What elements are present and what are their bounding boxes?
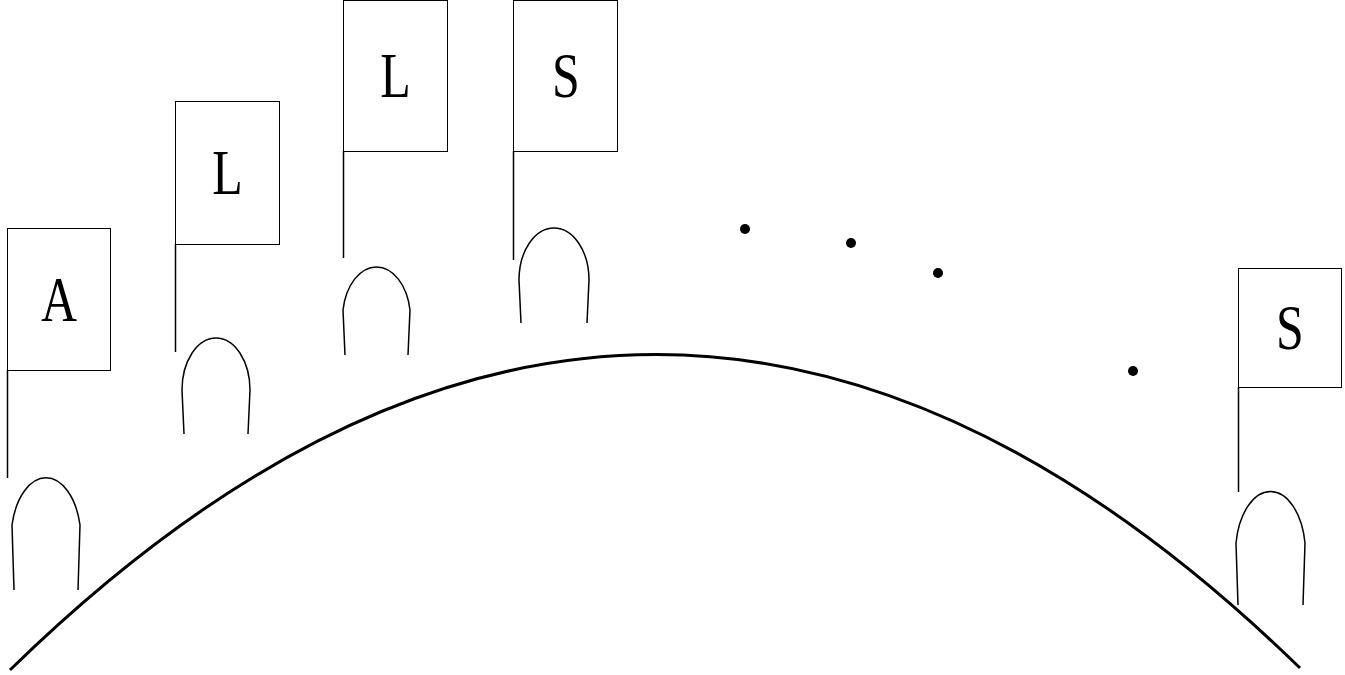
flag-letter: L — [212, 141, 242, 205]
ellipsis-dot — [1128, 366, 1138, 376]
ellipsis-dot — [740, 224, 750, 234]
person-head — [12, 478, 80, 590]
flag-box: L — [175, 101, 280, 245]
person-head — [519, 228, 589, 323]
ellipsis-dot — [933, 268, 943, 278]
flag-box: S — [513, 0, 618, 152]
flag-pole — [7, 370, 9, 478]
hill-arc — [10, 354, 1300, 670]
flag-box: S — [1238, 268, 1342, 388]
flag-letter: S — [1276, 296, 1304, 360]
flag-box: L — [343, 0, 448, 152]
flag-letter: S — [552, 44, 580, 108]
flag-letter: L — [380, 44, 410, 108]
ellipsis-dot — [846, 238, 856, 248]
flag-pole — [343, 151, 345, 258]
flag-pole — [1238, 387, 1240, 492]
flag-box: A — [7, 228, 111, 371]
flag-letter: A — [41, 268, 77, 332]
flag-pole — [175, 244, 177, 352]
person-head — [1236, 491, 1305, 605]
person-head — [343, 267, 410, 355]
flag-pole — [513, 151, 515, 260]
person-head — [182, 338, 250, 434]
